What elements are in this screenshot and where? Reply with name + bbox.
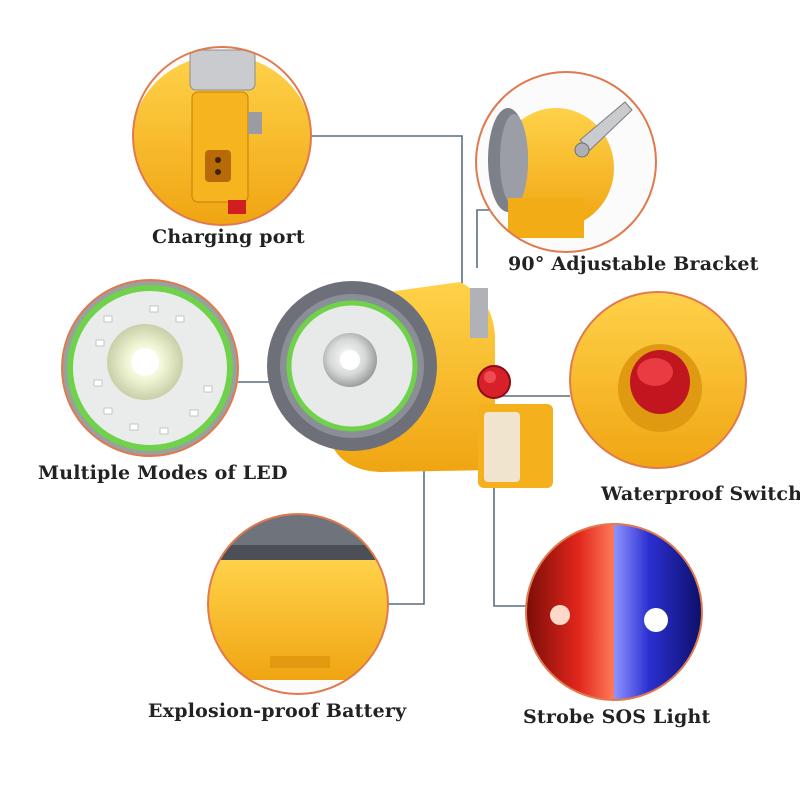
leader-charging-port xyxy=(311,135,463,284)
leader-battery xyxy=(388,462,425,605)
bracket-circle xyxy=(475,71,657,253)
label-waterproof-switch: Waterproof Switch xyxy=(601,483,800,505)
headlamp-product xyxy=(267,281,553,488)
battery-circle xyxy=(207,513,389,695)
switch-detail xyxy=(569,291,747,469)
led-circle xyxy=(61,279,239,457)
leader-bracket xyxy=(476,209,497,268)
charging-port-circle xyxy=(132,46,312,226)
label-adjustable-bracket: 90° Adjustable Bracket xyxy=(508,253,759,275)
label-explosion-proof-battery: Explosion-proof Battery xyxy=(148,700,407,722)
charging-port-detail xyxy=(132,46,312,226)
label-charging-port: Charging port xyxy=(152,226,305,248)
switch-circle xyxy=(569,291,747,469)
label-strobe-sos-light: Strobe SOS Light xyxy=(523,706,711,728)
battery-detail xyxy=(207,513,389,695)
sos-circle xyxy=(525,523,703,701)
label-multiple-modes-led: Multiple Modes of LED xyxy=(38,462,288,484)
led-smd-dots xyxy=(93,305,213,435)
bracket-detail xyxy=(475,71,657,253)
led-detail xyxy=(61,279,239,457)
leader-lines xyxy=(238,135,570,607)
leader-sos xyxy=(493,470,526,607)
sos-detail xyxy=(525,523,703,701)
